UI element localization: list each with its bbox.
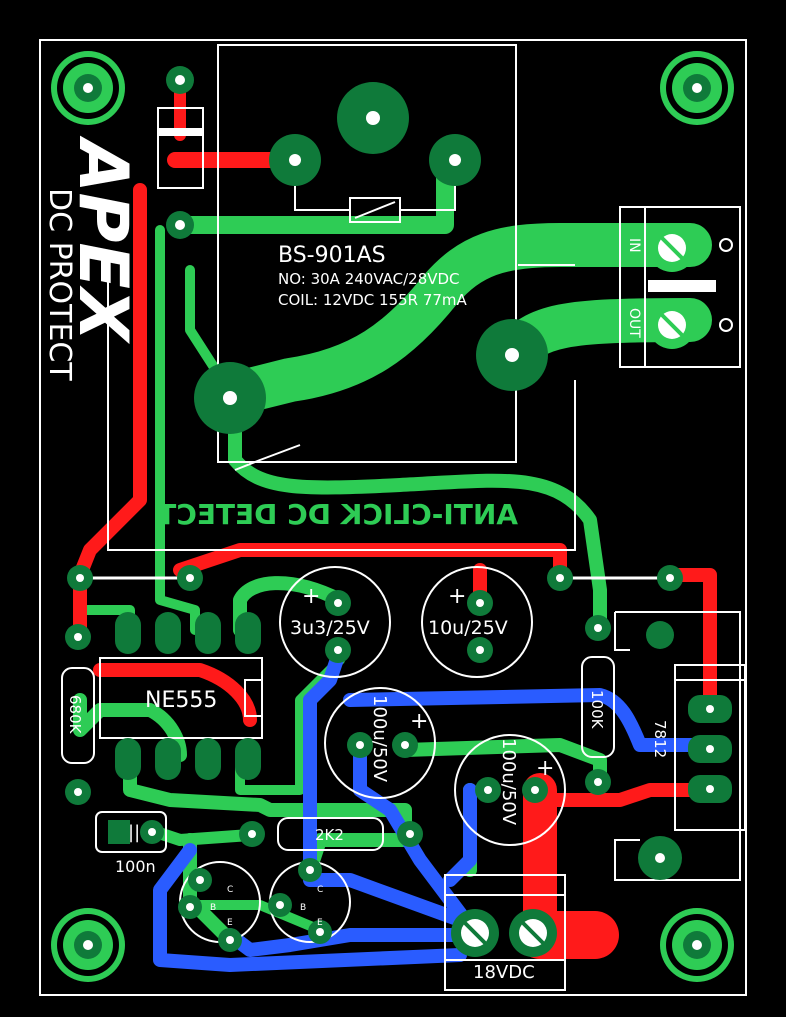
transistor-1-e: E	[227, 918, 233, 928]
mounting-hole-tr	[660, 51, 734, 125]
cap-10u-label: 10u/25V	[428, 617, 508, 639]
cap-10u-plus: +	[448, 584, 466, 609]
mounting-hole-br	[660, 908, 734, 982]
resistor-2k2-outline	[277, 817, 384, 851]
blue-traces	[153, 643, 717, 972]
cap-10u-outline	[421, 566, 533, 678]
cap-100u-a-plus: +	[410, 709, 428, 734]
transistor-2-b: B	[300, 903, 306, 913]
resistor-680k-label: 680K	[66, 695, 84, 735]
board-title: DC PROTECT	[42, 188, 77, 381]
power-connector-outline	[444, 874, 566, 991]
cap-100n-outline	[95, 811, 167, 853]
diode-outline	[157, 107, 204, 189]
mounting-hole-bl	[51, 908, 125, 982]
power-label: 18VDC	[473, 962, 535, 983]
cap-100u-b-outline	[454, 734, 566, 846]
cap-3u3-plus: +	[302, 584, 320, 609]
transistor-2-c: C	[317, 885, 323, 895]
cap-100u-b-label: 100u/50V	[498, 738, 519, 826]
relay-outline	[217, 44, 517, 463]
terminal-in-label: IN	[626, 238, 642, 253]
relay-coil-rating: COIL: 12VDC 155R 77mA	[278, 291, 468, 309]
cap-100u-a-outline	[324, 687, 436, 799]
cap-100u-a-label: 100u/50V	[369, 695, 390, 783]
regulator-label: 7812	[651, 720, 669, 758]
ic-label: NE555	[145, 688, 217, 713]
relay-no-rating: NO: 30A 240VAC/28VDC	[278, 270, 460, 288]
terminal-out-label: OUT	[626, 308, 642, 338]
brand-logo: APEX	[63, 135, 142, 345]
resistor-100k-outline	[581, 656, 615, 758]
cap-3u3-outline	[279, 566, 391, 678]
resistor-100k-label: 100K	[588, 690, 606, 730]
board-outline	[39, 39, 747, 996]
cap-3u3-label: 3u3/25V	[290, 617, 370, 639]
relay-model: BS-901AS	[278, 243, 386, 268]
silkscreen-outlines	[61, 44, 746, 991]
pads	[51, 51, 734, 982]
mounting-hole-tl	[51, 51, 125, 125]
transistor-2-e: E	[317, 918, 323, 928]
regulator-heatsink-outline	[614, 611, 741, 881]
cap-100n-symbol: ||	[128, 822, 140, 843]
ne555-outline	[99, 657, 263, 739]
subtitle: ANTI-CLICK DC DETECT	[157, 498, 518, 531]
cap-100u-b-plus: +	[536, 756, 554, 781]
resistor-680k-outline	[61, 667, 95, 764]
regulator-7812-outline	[674, 664, 746, 831]
terminal-inout-outline	[619, 206, 741, 368]
transistor-1-b: B	[210, 903, 216, 913]
transistor-1-c: C	[227, 885, 233, 895]
cap-100n-label: 100n	[115, 857, 156, 876]
resistor-2k2-label: 2K2	[315, 826, 344, 844]
